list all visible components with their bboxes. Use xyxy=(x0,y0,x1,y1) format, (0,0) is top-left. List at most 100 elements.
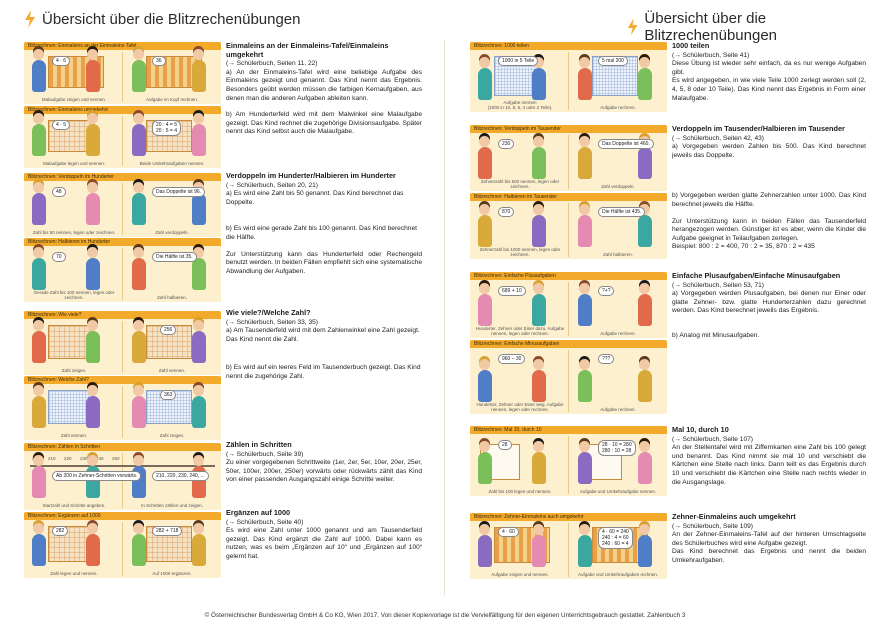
strip-caption: Blitzrechnen: 1000 teilen xyxy=(470,42,667,50)
left-text-block-5: Ergänzen auf 1000 (→ Schülerbuch, Seite … xyxy=(226,508,422,570)
child-figure xyxy=(638,294,652,326)
child-head xyxy=(639,283,650,294)
left-text-block-1: Einmaleins an der Einmaleins-Tafel/Einma… xyxy=(226,41,422,145)
child-figure xyxy=(638,535,652,567)
speech-bubble: 282 xyxy=(52,526,69,536)
panel-divider xyxy=(122,248,123,300)
child-figure xyxy=(478,535,492,567)
panel-divider xyxy=(568,52,569,110)
speech-bubble: Ab 200 in Zehner-Schritten vorwärts. xyxy=(52,471,142,481)
child-head xyxy=(133,320,144,331)
child-figure xyxy=(132,124,146,156)
right-text-block-2: Verdoppeln im Tausender/Halbieren im Tau… xyxy=(672,124,866,260)
footer-copyright: © Österreichischer Bundesverlag GmbH & C… xyxy=(204,612,686,619)
child-head xyxy=(579,57,590,68)
strip-caption: Blitzrechnen: Verdoppeln im Hunderter xyxy=(24,173,221,181)
strip-caption: Blitzrechnen: Zehner-Einmaleins auch umg… xyxy=(470,513,667,521)
number-line-tick: 220 xyxy=(64,456,72,461)
speech-bubble: 28 · 10 = 280 280 : 10 = 28 xyxy=(598,440,636,456)
speech-bubble: 282 + 718 xyxy=(152,526,183,536)
child-figure xyxy=(638,452,652,484)
strip-caption: Blitzrechnen: Zählen in Schritten xyxy=(24,443,221,451)
section-paragraph: b) Am Hunderterfeld wird mit dem Malwink… xyxy=(226,111,422,136)
child-head xyxy=(133,182,144,193)
speech-bubble: 36 xyxy=(152,56,166,66)
child-head xyxy=(533,524,544,535)
child-head xyxy=(33,247,44,258)
panel-divider xyxy=(122,522,123,576)
lightning-icon xyxy=(627,18,638,36)
speech-bubble: Die Hälfte ist 435. xyxy=(598,207,646,217)
panel-caption: Hunderter, Zehner oder Einer weg. Aufgab… xyxy=(476,402,565,412)
child-head xyxy=(33,49,44,60)
child-figure xyxy=(86,124,100,156)
section-ref: (→ Schülerbuch, Seiten 20, 21) xyxy=(226,181,318,189)
panel-divider xyxy=(568,350,569,412)
child-figure xyxy=(578,294,592,326)
section-paragraph: a) Es wird eine Zahl bis 50 genannt. Das… xyxy=(226,190,404,206)
speech-bubble: Das Doppelte ist 96. xyxy=(152,187,206,197)
panel-caption: Zahl bis 100 legen und nennen. xyxy=(488,489,552,494)
child-figure xyxy=(532,370,546,402)
speech-bubble: 4 · 60 xyxy=(498,527,519,537)
strip-caption: Blitzrechnen: Verdoppeln im Tausender xyxy=(470,125,667,133)
panel-caption: Zahl verdoppeln. xyxy=(155,230,189,235)
section-paragraph: Zur Unterstützung kann in beiden Fällen … xyxy=(672,217,866,251)
child-figure xyxy=(478,215,492,247)
child-head xyxy=(579,359,590,370)
child-figure xyxy=(192,60,206,92)
child-figure xyxy=(32,396,46,428)
panel-caption: Zahl zeigen. xyxy=(61,368,87,373)
right-text-block-1: 1000 teilen (→ Schülerbuch, Seite 41) Di… xyxy=(672,41,866,111)
child-figure xyxy=(86,534,100,566)
child-figure xyxy=(192,258,206,290)
panel-caption: Aufgabe und Umkehraufgabe nennen. xyxy=(579,489,657,494)
section-paragraph: Zu einer vorgegebenen Schrittweite (1er,… xyxy=(226,459,422,484)
left-text-block-4: Zählen in Schritten (→ Schülerbuch, Seit… xyxy=(226,440,422,493)
number-line-tick: 240 xyxy=(96,456,104,461)
child-figure xyxy=(132,534,146,566)
section-paragraph: a) Vorgegeben werden Zahlen bis 500. Das… xyxy=(672,143,866,159)
child-head xyxy=(193,49,204,60)
left-text-block-3: Wie viele?/Welche Zahl? (→ Schülerbuch, … xyxy=(226,308,422,390)
child-figure xyxy=(478,68,492,100)
child-head xyxy=(33,320,44,331)
right-text-block-5: Zehner-Einmaleins auch umgekehrt (→ Schü… xyxy=(672,512,866,574)
child-head xyxy=(87,385,98,396)
panel-caption: Startzahl und Schritte angeben. xyxy=(42,503,106,508)
panel-caption: Malaufgabe zeigen und nennen. xyxy=(41,97,107,102)
section-paragraph: b) Es wird auf ein leeres Feld im Tausen… xyxy=(226,364,421,380)
number-line xyxy=(30,465,215,467)
panel-caption: Aufgabe rechnen. xyxy=(600,407,636,412)
child-figure xyxy=(638,68,652,100)
lightning-icon xyxy=(25,10,35,28)
speech-bubble: 5 mal 200 xyxy=(598,56,628,66)
child-figure xyxy=(478,452,492,484)
speech-bubble: 363 xyxy=(160,390,177,400)
section-heading: Mal 10, durch 10 xyxy=(672,425,729,434)
section-heading: Zählen in Schritten xyxy=(226,440,292,449)
panel-caption: Malaufgabe legen und nennen. xyxy=(42,161,106,166)
child-figure xyxy=(86,396,100,428)
section-heading: Verdoppeln im Hunderter/Halbieren im Hun… xyxy=(226,171,396,180)
child-head xyxy=(133,247,144,258)
child-figure xyxy=(578,370,592,402)
child-head xyxy=(479,204,490,215)
illustration-strip: Blitzrechnen: Zehner-Einmaleins auch umg… xyxy=(470,513,667,579)
child-head xyxy=(579,136,590,147)
section-heading: Einfache Plusaufgaben/Einfache Minusaufg… xyxy=(672,271,841,280)
section-heading: Einmaleins an der Einmaleins-Tafel/Einma… xyxy=(226,41,389,59)
strip-scene: 200210220230240250Ab 200 in Zehner-Schri… xyxy=(24,451,221,510)
strip-caption: Blitzrechnen: Einmaleins umgekehrt xyxy=(24,106,221,114)
